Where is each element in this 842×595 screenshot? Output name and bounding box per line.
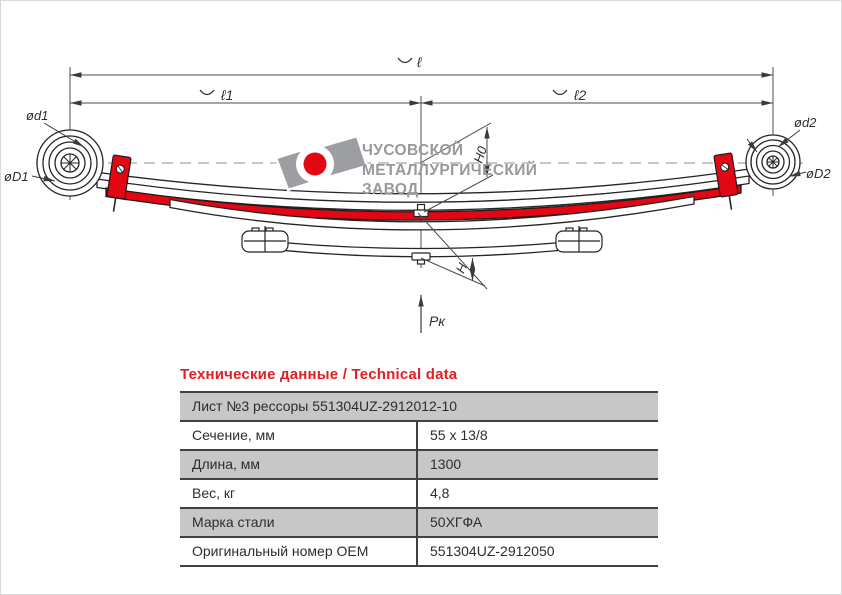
row-value: 551304UZ-2912050 [430,543,555,559]
dim-label-D2: øD2 [806,166,831,181]
dim-label-L: ℓ [416,54,422,70]
table-header-text: Лист №3 рессоры 551304UZ-2912012-10 [192,398,458,414]
logo-text-line2: МЕТАЛЛУРГИЧЕСКИЙ [362,161,537,179]
row-label: Марка стали [180,509,418,536]
row-label: Оригинальный номер OEM [180,538,418,565]
dim-label-Pk: Pк [429,313,446,329]
spring-seat-right [555,226,603,253]
dimension-H [417,212,488,290]
row-label: Вес, кг [180,480,418,507]
dimension-H0 [421,122,494,213]
center-bolt [411,203,431,265]
dimension-lines [69,57,774,268]
clamp-left [106,154,132,212]
table-row: Оригинальный номер OEM 551304UZ-2912050 [180,538,658,567]
dim-label-d2: ød2 [794,115,817,130]
row-label: Сечение, мм [180,422,418,449]
diameter-leaders [31,122,807,182]
row-value: 55 x 13/8 [430,427,488,443]
row-value: 1300 [430,456,462,472]
dim-label-d1: ød1 [26,108,48,123]
logo-text-line3: ЗАВОД [362,181,419,198]
technical-data-table: Лист №3 рессоры 551304UZ-2912012-10 Сече… [180,391,658,567]
row-value: 4,8 [430,485,450,501]
leaf-2 [96,175,750,211]
dim-label-L2: ℓ2 [573,87,587,103]
leaf-4 [169,195,695,231]
table-row: Сечение, мм 55 x 13/8 [180,422,658,451]
dim-label-L1: ℓ1 [220,87,233,103]
spring-seat-left [241,226,289,253]
table-row: Вес, кг 4,8 [180,480,658,509]
dim-label-H0: H0 [471,144,491,165]
spring-eye-left [36,129,104,197]
table-row: Длина, мм 1300 [180,451,658,480]
leaf-spring-technical-drawing: ℓ ℓ1 ℓ2 [4,54,831,333]
factory-logo: ЧУСОВСКОЙ МЕТАЛЛУРГИЧЕСКИЙ ЗАВОД [274,134,537,198]
leaf-stack [87,167,757,258]
table-header-row: Лист №3 рессоры 551304UZ-2912012-10 [180,393,658,422]
row-label: Длина, мм [180,451,418,478]
row-value: 50ХГФА [430,514,483,530]
clamp-right [713,152,739,210]
spring-eye-right [745,134,801,190]
table-row: Марка стали 50ХГФА [180,509,658,538]
table-title: Технические данные / Technical data [180,366,458,383]
dim-label-D1: øD1 [4,169,29,184]
logo-dot [303,152,327,176]
logo-text-line1: ЧУСОВСКОЙ [362,141,463,159]
